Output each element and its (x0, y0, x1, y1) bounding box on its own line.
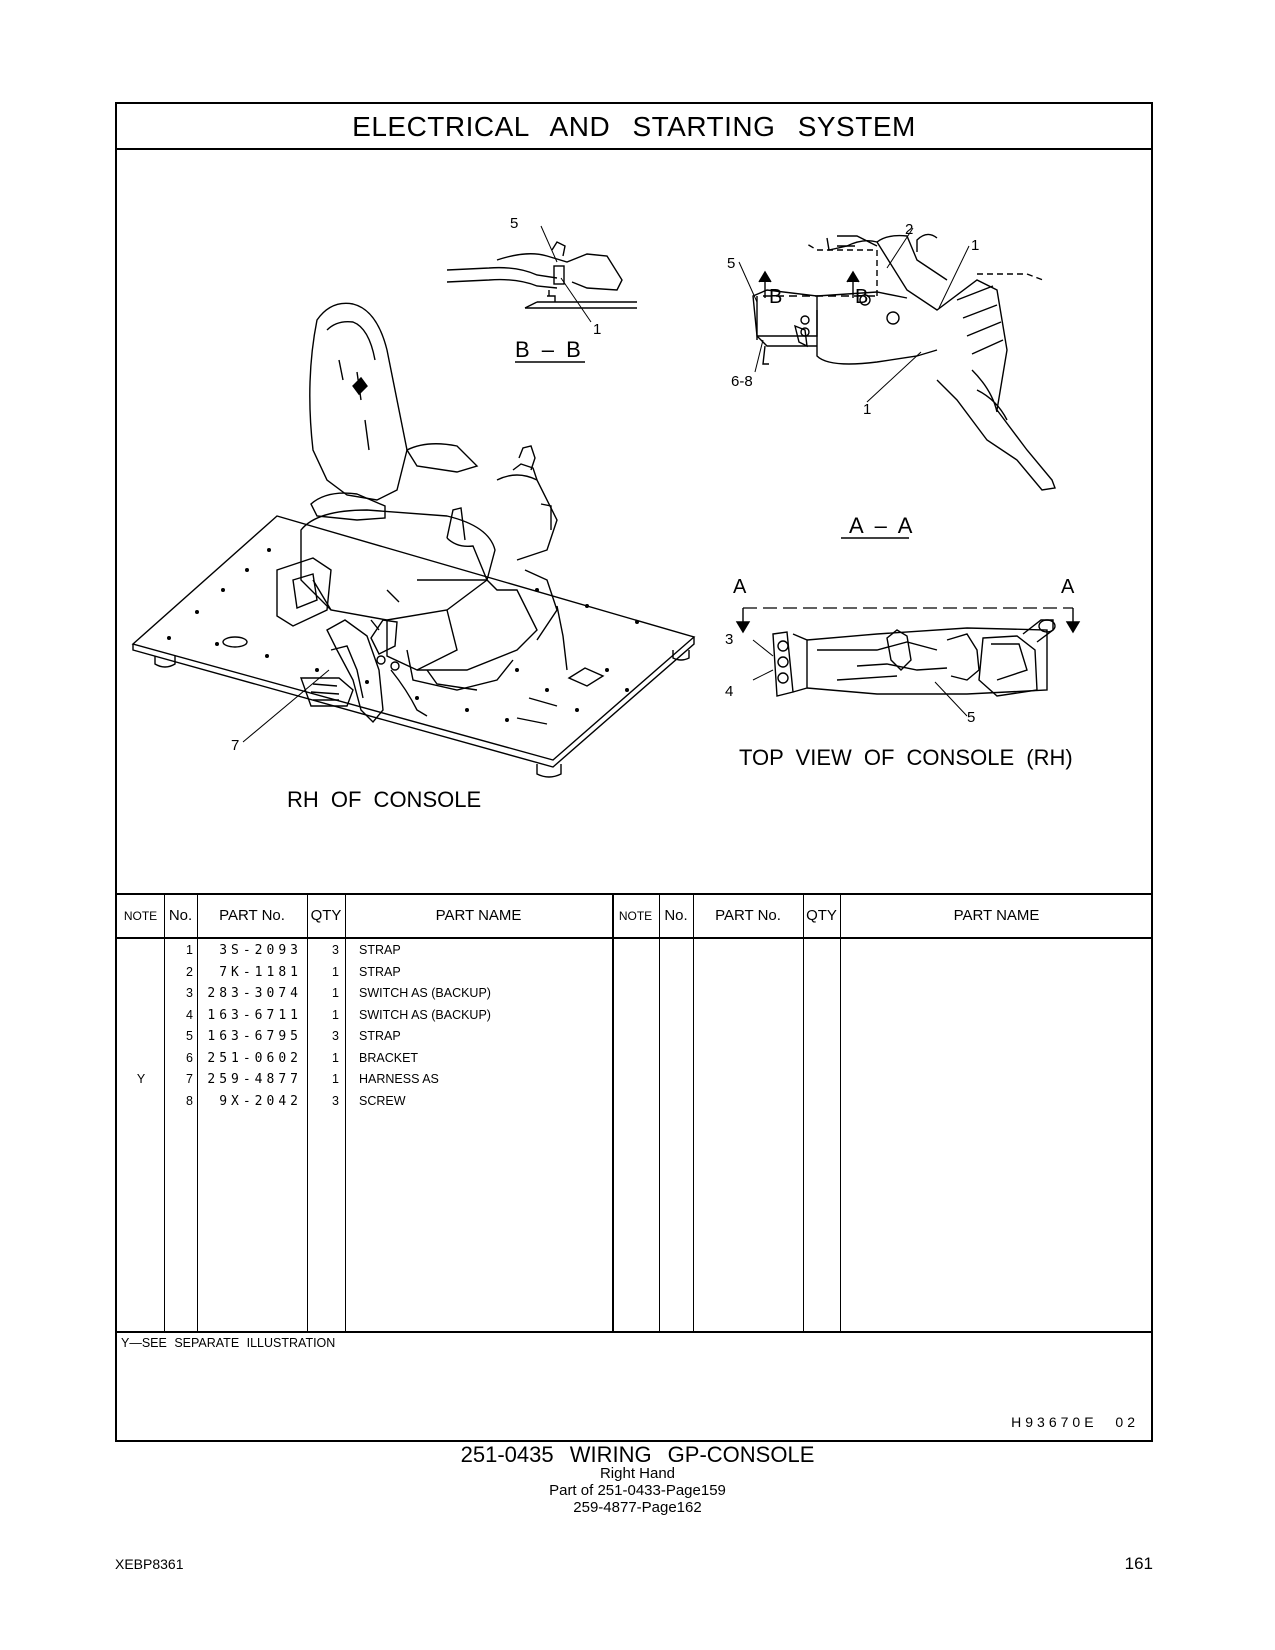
drawing-number: H93670E 02 (1011, 1414, 1139, 1430)
footnote: Y—SEE SEPARATE ILLUSTRATION (121, 1336, 336, 1350)
header-part-no: PART No. (219, 907, 285, 924)
detail-aa-drawing (738, 227, 1056, 539)
table-row: 3 283-3074 1 SWITCH AS (BACKUP) (186, 986, 491, 1001)
callout-label: 4 (725, 683, 734, 700)
group-reference: 259-4877-Page162 (573, 1499, 702, 1516)
top-view-caption: TOP VIEW OF CONSOLE (RH) (739, 745, 1073, 770)
callout-label: 7 (231, 737, 240, 754)
detail-bb-caption: B – B (515, 337, 581, 362)
callout-label: 5 (967, 709, 976, 726)
table-row: 1 3S-2093 3 STRAP (186, 943, 401, 958)
line-drawing (131, 225, 1081, 778)
table-row: 4 163-6711 1 SWITCH AS (BACKUP) (186, 1007, 491, 1023)
callout-label: 2 (905, 221, 914, 238)
header-qty: QTY (310, 907, 342, 924)
callout-label: 5 (727, 255, 736, 272)
callout-label: 5 (510, 215, 519, 232)
table-row: 5 163-6795 3 STRAP (186, 1029, 401, 1044)
detail-aa-caption: A – A (849, 513, 913, 538)
callout-label: 1 (971, 237, 980, 254)
table-row: 8 9X-2042 3 SCREW (186, 1093, 406, 1109)
main-console-drawing (131, 302, 696, 778)
callout-label: 3 (725, 631, 734, 648)
header-part-name-right: PART NAME (953, 907, 1040, 924)
header-no-right: No. (664, 907, 688, 924)
table-header-row: NOTE No. PART No. QTY PART NAME NOTE No.… (117, 895, 1151, 939)
header-no: No. (168, 907, 193, 924)
parts-table: NOTE No. PART No. QTY PART NAME NOTE No.… (117, 893, 1151, 1333)
callout-label: 1 (863, 401, 872, 418)
group-subtitle: Right Hand (599, 1465, 676, 1482)
table-row: 2 7K-1181 1 STRAP (186, 964, 401, 980)
table-row: Y 7 259-4877 1 HARNESS AS (136, 1072, 439, 1087)
callout-label: 1 (593, 321, 602, 338)
header-note: NOTE (123, 909, 158, 923)
group-reference: Part of 251-0433-Page159 (549, 1482, 726, 1499)
header-part-no-right: PART No. (715, 907, 781, 924)
header-qty-right: QTY (806, 907, 837, 924)
main-view-caption: RH OF CONSOLE (287, 787, 482, 812)
page-frame: ELECTRICAL AND STARTING SYSTEM (115, 102, 1153, 1442)
section-mark: B (769, 286, 783, 308)
detail-top-view-drawing (735, 607, 1081, 717)
header-part-name: PART NAME (435, 907, 522, 924)
section-mark: A (1061, 576, 1075, 598)
section-mark: A (733, 576, 747, 598)
document-code: XEBP8361 (115, 1556, 184, 1572)
header-note-right: NOTE (618, 909, 653, 923)
detail-bb-drawing (446, 225, 637, 363)
group-title: 251-0435 WIRING GP-CONSOLE (460, 1442, 815, 1467)
callout-label: 6-8 (731, 373, 753, 390)
table-row: 6 251-0602 1 BRACKET (186, 1050, 419, 1066)
parts-illustration: 5 1 B – B 2 1 5 6-8 1 B B A – A A A 3 4 … (117, 150, 1151, 893)
page-title: ELECTRICAL AND STARTING SYSTEM (117, 104, 1151, 150)
section-mark: B (855, 286, 869, 308)
page-number: 161 (1124, 1554, 1153, 1573)
